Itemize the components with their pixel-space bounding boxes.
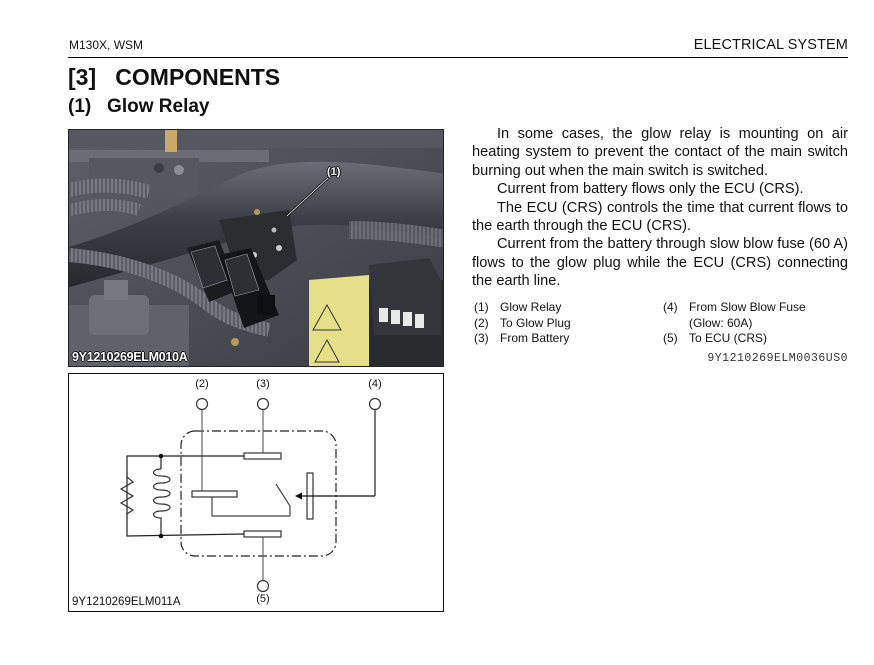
legend-item: (3) From Battery: [474, 331, 569, 347]
engine-photo-illustration: [69, 130, 443, 366]
warning-label: [309, 275, 369, 366]
manual-model-label: M130X, WSM: [69, 38, 144, 52]
wire-harness: [69, 178, 152, 199]
header-divider: [68, 57, 848, 58]
legend-number: (2): [474, 315, 489, 330]
reference-code: 9Y1210269ELM0036US0: [707, 352, 848, 365]
legend-number: (5): [663, 331, 678, 345]
diagram-code: 9Y1210269ELM011A: [72, 596, 181, 608]
coil-icon: [152, 468, 171, 522]
relay-housing-outline: [180, 430, 337, 557]
contact-upper: [243, 452, 282, 460]
legend-item: (4) From Slow Blow Fuse (Glow: 60A): [663, 300, 806, 331]
photo-code: 9Y1210269ELM010A: [72, 350, 188, 364]
junction-dot-top: [158, 453, 164, 459]
terminal-label-3: (3): [256, 378, 270, 390]
terminal-5: [256, 579, 270, 593]
relay-schematic-drawing: [119, 397, 382, 593]
arrow-head: [295, 492, 302, 500]
glow-relay-photo: (1) 9Y1210269ELM010A: [68, 129, 444, 367]
description-text: In some cases, the glow relay is mountin…: [472, 125, 848, 291]
terminal-3: [256, 397, 270, 411]
paragraph: Current from the battery through slow bl…: [472, 236, 848, 290]
relay-body-2: [219, 248, 279, 328]
paragraph: Current from battery flows only the ECU …: [497, 181, 804, 198]
paragraph: In some cases, the glow relay is mountin…: [472, 126, 848, 179]
legend-number: (1): [474, 300, 489, 314]
contact-common: [191, 490, 238, 498]
legend-label: From Slow Blow Fuse: [689, 300, 806, 314]
subsection-title: (1) Glow Relay: [68, 96, 210, 117]
relay-schematic: (2) (3) (4) (5) 9Y1210269ELM011A: [68, 373, 444, 612]
terminal-4: [368, 397, 382, 411]
legend-item: (2) To Glow Plug: [474, 316, 571, 332]
junction-dot-bottom: [158, 533, 164, 539]
legend-label: To ECU (CRS): [689, 331, 768, 345]
brass-clamp: [165, 130, 177, 152]
resistor-icon: [119, 471, 135, 519]
relay-body-1: [187, 240, 239, 302]
section-title: [3] COMPONENTS: [68, 64, 281, 90]
legend-label: Glow Relay: [500, 300, 562, 314]
legend-label: From Battery: [500, 331, 570, 345]
terminal-label-2: (2): [195, 378, 209, 390]
legend-item: (1) Glow Relay: [474, 300, 561, 316]
legend-number: (4): [663, 300, 678, 314]
switch-arm: [211, 483, 291, 517]
legend-item: (5) To ECU (CRS): [663, 331, 767, 347]
terminal-label-4: (4): [368, 378, 382, 390]
chapter-title: ELECTRICAL SYSTEM: [693, 37, 848, 53]
legend-label-continued: (Glow: 60A): [689, 315, 753, 330]
terminal-label-5: (5): [256, 593, 270, 605]
legend-number: (3): [474, 331, 489, 345]
photo-callout-1: (1): [327, 166, 341, 178]
contact-lower: [243, 530, 282, 538]
paragraph: The ECU (CRS) controls the time that cur…: [472, 199, 848, 235]
coil-wiring: [126, 455, 245, 537]
legend-label: To Glow Plug: [500, 315, 571, 330]
terminal-2: [195, 397, 209, 411]
